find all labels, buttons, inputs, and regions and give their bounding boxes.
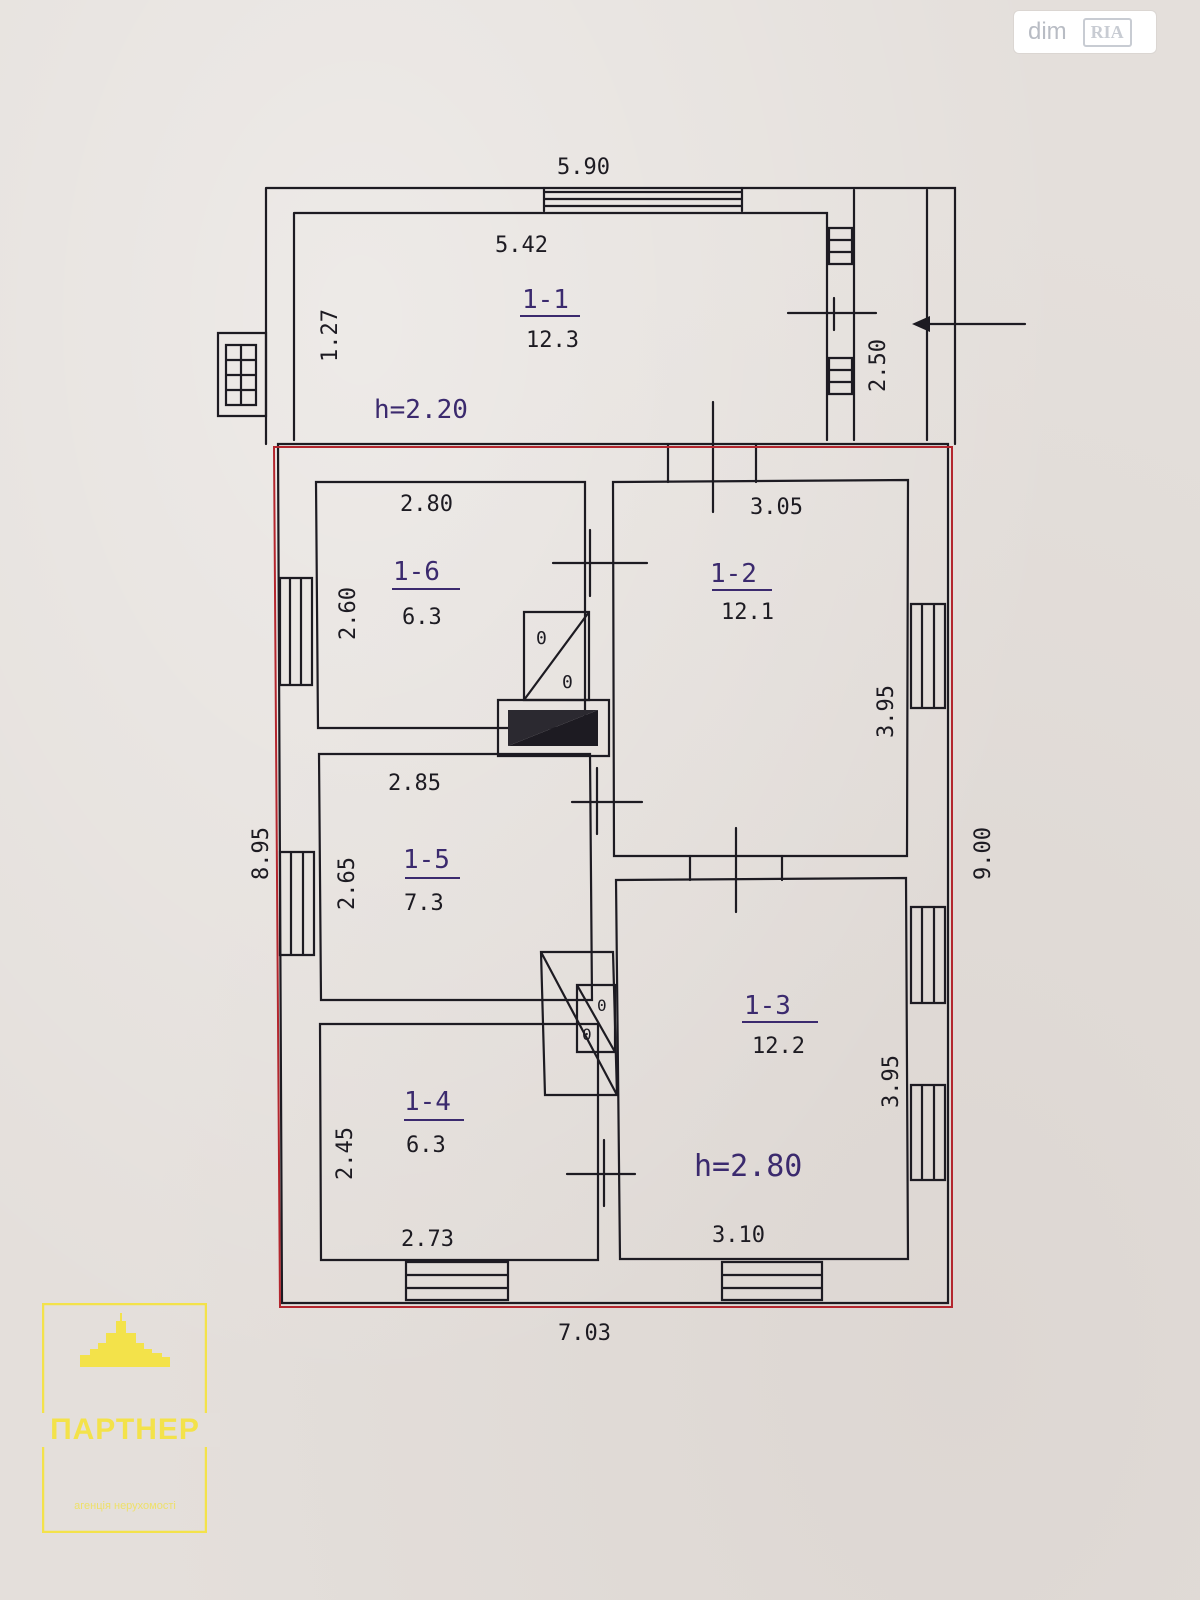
room-1-6-id: 1-6 bbox=[393, 557, 440, 587]
room-1-3-walls bbox=[614, 876, 910, 1261]
east-window-3 bbox=[909, 1083, 947, 1182]
agency-name: ПАРТНЕР bbox=[30, 1413, 220, 1447]
main-outer-wall bbox=[276, 442, 950, 1305]
south-window-2 bbox=[720, 1260, 824, 1302]
room-1-3-area: 12.2 bbox=[752, 1034, 805, 1059]
room-1-2-depth: 3.95 bbox=[874, 685, 899, 738]
west-window-upper bbox=[278, 576, 314, 687]
room-1-4-width: 2.73 bbox=[401, 1227, 454, 1252]
stove-mark-4: 0 bbox=[582, 1025, 592, 1044]
room-1-4-area: 6.3 bbox=[406, 1133, 446, 1158]
entrance-arrow-head bbox=[912, 316, 930, 332]
stove-mark-2: 0 bbox=[562, 672, 573, 693]
room-1-4-depth: 2.45 bbox=[333, 1127, 358, 1180]
annex-window bbox=[542, 186, 744, 213]
east-window-2 bbox=[909, 905, 947, 1005]
room-1-2-id: 1-2 bbox=[710, 559, 757, 589]
boiler-box bbox=[216, 331, 268, 418]
room-1-5-walls bbox=[317, 752, 594, 1002]
dim-left: 8.95 bbox=[249, 827, 274, 880]
room-1-1-width: 5.42 bbox=[495, 233, 548, 258]
annex-inner-wall bbox=[292, 211, 829, 442]
dim-right: 9.00 bbox=[971, 827, 996, 880]
vestibule-wall bbox=[852, 188, 929, 442]
door-1-4 bbox=[565, 1138, 637, 1208]
room-1-1-area: 12.3 bbox=[526, 328, 579, 353]
room-1-1-depth: 1.27 bbox=[318, 309, 343, 362]
annex-outer-wall bbox=[264, 186, 957, 446]
room-1-5-id: 1-5 bbox=[403, 845, 450, 875]
room-1-3-depth: 3.95 bbox=[879, 1055, 904, 1108]
door-1-6 bbox=[551, 528, 649, 598]
dim-vestibule: 2.50 bbox=[866, 339, 891, 392]
room-1-4-walls bbox=[318, 1022, 600, 1262]
hearth-fill-2 bbox=[508, 710, 598, 746]
stove-lower-base bbox=[539, 950, 619, 1097]
dim-ria-watermark: dim RIA bbox=[1014, 11, 1156, 53]
room-1-6-depth: 2.60 bbox=[336, 587, 361, 640]
main-outer-wall-red bbox=[272, 446, 953, 1308]
room-1-5-width: 2.85 bbox=[388, 771, 441, 796]
room-1-4-id: 1-4 bbox=[404, 1087, 451, 1117]
vestibule-window-1 bbox=[827, 226, 854, 266]
room-1-5-depth: 2.65 bbox=[335, 857, 360, 910]
dim-top: 5.90 bbox=[557, 155, 610, 180]
west-window-lower bbox=[278, 850, 316, 957]
south-window-1 bbox=[404, 1260, 510, 1302]
door-1-1-to-1-2 bbox=[666, 400, 758, 514]
annex-height: h=2.20 bbox=[374, 395, 468, 425]
room-1-2-walls bbox=[611, 478, 910, 858]
city-skyline-icon bbox=[80, 1313, 170, 1367]
hearth bbox=[496, 698, 611, 758]
room-1-6-width: 2.80 bbox=[400, 492, 453, 517]
room-1-2-width: 3.05 bbox=[750, 495, 803, 520]
room-1-3-width: 3.10 bbox=[712, 1223, 765, 1248]
agency-logo: ПАРТНЕР агенція нерухомості bbox=[30, 1303, 220, 1533]
room-1-1-id: 1-1 bbox=[522, 285, 569, 315]
east-window-1 bbox=[909, 602, 947, 710]
stove-mark-3: 0 bbox=[597, 996, 607, 1015]
main-height: h=2.80 bbox=[694, 1149, 802, 1184]
room-1-5-area: 7.3 bbox=[404, 891, 444, 916]
stove-upper bbox=[522, 610, 591, 702]
room-1-3-id: 1-3 bbox=[744, 991, 791, 1021]
agency-tagline: агенція нерухомості bbox=[74, 1500, 176, 1512]
watermark-brand: RIA bbox=[1082, 17, 1132, 47]
door-1-2-to-1-3 bbox=[688, 826, 784, 914]
dim-bottom: 7.03 bbox=[558, 1321, 611, 1346]
room-1-6-area: 6.3 bbox=[402, 605, 442, 630]
vestibule-door bbox=[786, 296, 878, 332]
stove-mark-1: 0 bbox=[536, 628, 547, 649]
door-1-5 bbox=[570, 766, 644, 836]
vestibule-window-2 bbox=[827, 356, 854, 396]
watermark-site: dim bbox=[1028, 18, 1067, 45]
room-1-2-area: 12.1 bbox=[721, 600, 774, 625]
